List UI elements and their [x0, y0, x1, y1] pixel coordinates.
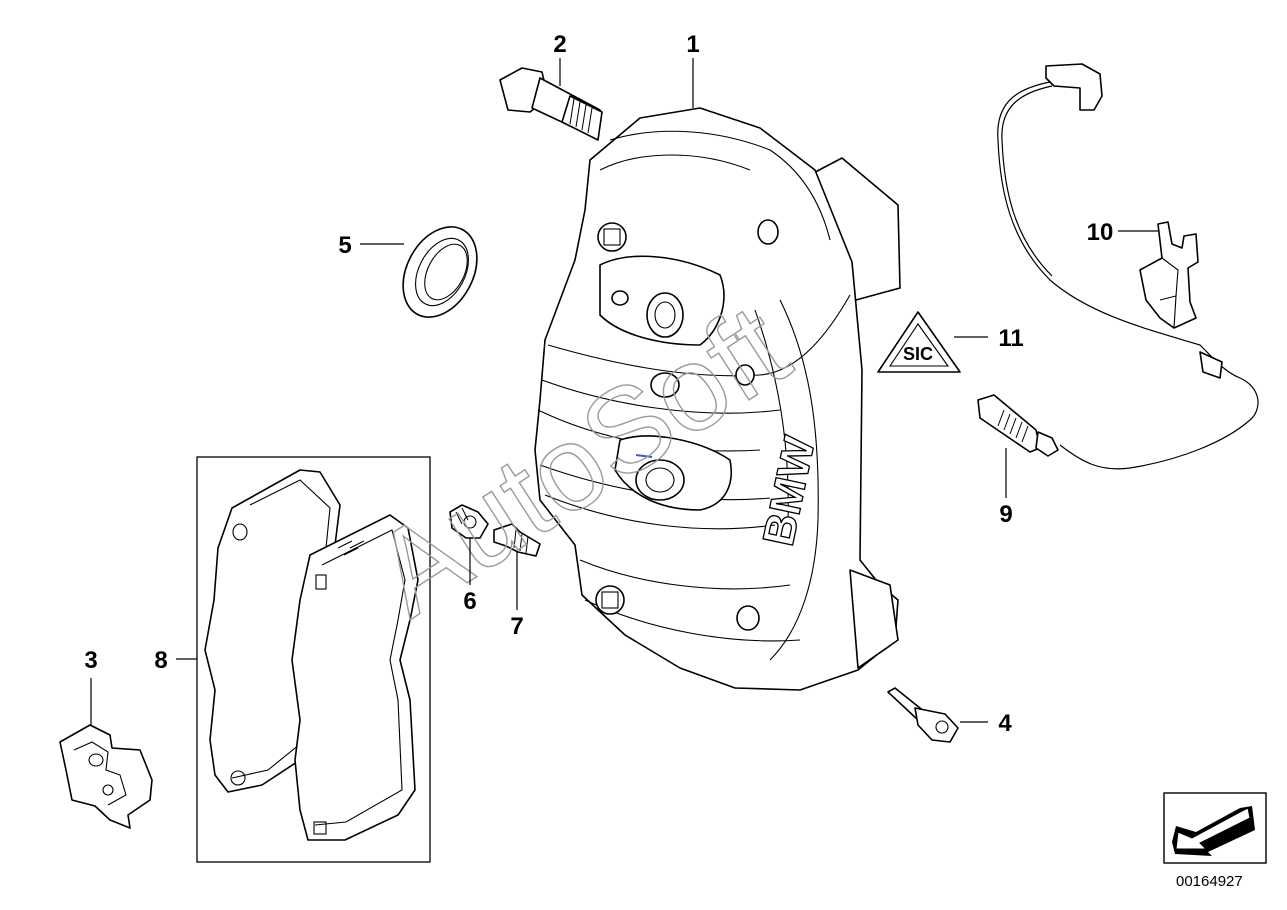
bolt — [499, 67, 603, 141]
brake-caliper: BMW — [534, 107, 901, 691]
callout-4: 4 — [998, 710, 1012, 737]
callout-labels: 1 2 3 4 5 6 7 8 9 10 11 — [84, 31, 1113, 737]
callout-6: 6 — [463, 588, 476, 615]
callout-9: 9 — [999, 501, 1012, 528]
callout-11: 11 — [998, 325, 1023, 352]
spring-clip — [59, 724, 153, 829]
direction-indicator — [1163, 792, 1267, 864]
callout-8: 8 — [154, 647, 167, 674]
wear-sensor — [977, 63, 1259, 470]
callout-2: 2 — [553, 31, 566, 58]
brake-pad-set — [196, 456, 431, 863]
callout-7: 7 — [510, 613, 523, 640]
callout-10: 10 — [1087, 219, 1114, 246]
guide-bolt — [887, 687, 959, 743]
leader-lines — [90, 58, 1158, 725]
callout-5: 5 — [338, 232, 351, 259]
callout-1: 1 — [686, 31, 699, 58]
diagram-number: 00164927 — [1176, 873, 1243, 890]
callout-3: 3 — [84, 647, 97, 674]
sensor-bracket — [1139, 221, 1199, 329]
arrow-icon — [1172, 806, 1255, 856]
warning-label-text: SIC — [903, 344, 933, 364]
bleeder-valve — [493, 523, 541, 557]
bleeder-cap — [449, 504, 489, 539]
seal-ring — [402, 226, 478, 318]
warning-label: SIC — [877, 311, 961, 373]
